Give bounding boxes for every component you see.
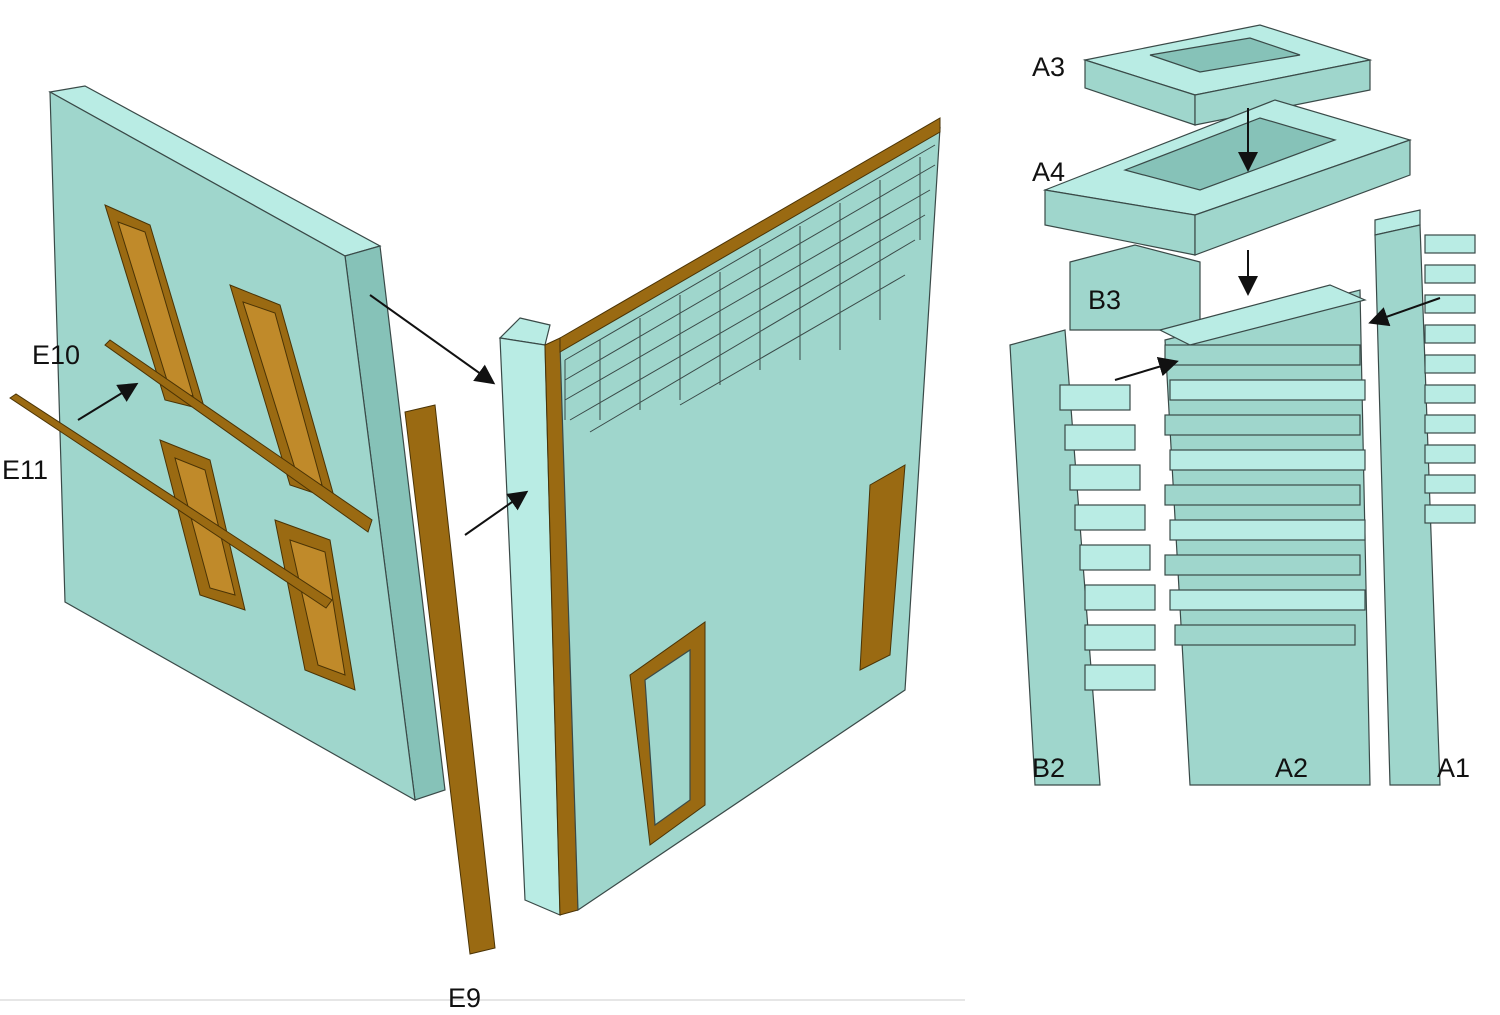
label-a2: A2 [1275, 753, 1309, 783]
chimney-assembly [1000, 0, 1500, 790]
label-e10: E10 [32, 340, 81, 370]
label-e9: E9 [448, 983, 482, 1013]
label-a4: A4 [1032, 157, 1066, 187]
a2-bricks [1158, 284, 1367, 646]
a1-bricks [1424, 234, 1476, 524]
arrow-e10 [77, 382, 139, 421]
part-e11 [9, 393, 333, 609]
arrow-left-wall [369, 294, 496, 385]
brick-pattern [564, 144, 936, 433]
arrow-e9 [464, 490, 529, 536]
label-a3: A3 [1032, 52, 1066, 82]
label-b2: B2 [1032, 753, 1066, 783]
part-e10 [104, 339, 373, 533]
right-wall-panel [498, 117, 941, 916]
door-frame-right [859, 464, 906, 671]
label-e11: E11 [2, 455, 49, 485]
b2-bricks [1059, 384, 1156, 691]
part-e9 [404, 404, 496, 955]
window-frames [104, 204, 356, 691]
label-b3: B3 [1088, 285, 1122, 315]
label-a1: A1 [1437, 753, 1471, 783]
left-wall-panel [9, 85, 446, 802]
